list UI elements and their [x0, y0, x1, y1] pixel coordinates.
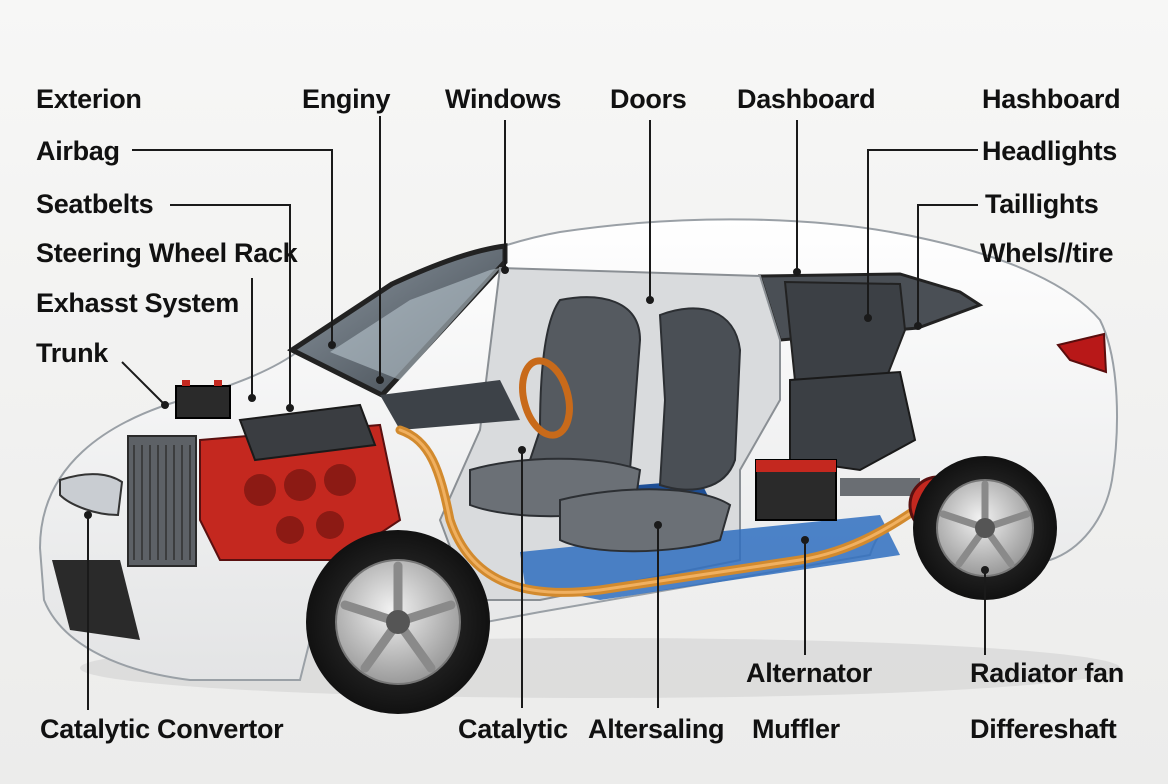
front-grille: [52, 560, 140, 640]
label-hashboard: Hashboard: [982, 84, 1121, 114]
label-seatbelts: Seatbelts: [36, 189, 154, 219]
dashboard-panel: [380, 380, 520, 430]
front-seat: [469, 296, 742, 553]
label-taillights: Taillights: [985, 189, 1099, 219]
label-muffler: Muffler: [752, 714, 840, 744]
leader-dots: [84, 266, 989, 574]
label-altersaling: Altersaling: [588, 714, 725, 744]
label-alternator: Alternator: [746, 658, 873, 688]
label-enginy: Enginy: [302, 84, 391, 114]
label-steering-wheel-rack: Steering Wheel Rack: [36, 238, 298, 268]
windshield-inner: [330, 268, 500, 380]
label-catalytic-convertor: Catalytic Convertor: [40, 714, 284, 744]
leader-lines: [87, 116, 986, 710]
label-exhaust-system: Exhasst System: [36, 288, 239, 318]
engine-block: [127, 403, 402, 567]
taillight: [1056, 332, 1108, 374]
label-doors: Doors: [610, 84, 687, 114]
label-windows: Windows: [445, 84, 562, 114]
label-exterion: Exterion: [36, 84, 142, 114]
label-catalytic: Catalytic: [458, 714, 568, 744]
front-battery: [175, 385, 231, 419]
steering-wheel: [519, 357, 573, 439]
label-airbag: Airbag: [36, 136, 120, 166]
label-wheels-tire: Whels//tire: [980, 238, 1114, 268]
label-trunk: Trunk: [36, 338, 109, 368]
label-differeshaft: Differeshaft: [970, 714, 1117, 744]
label-headlights: Headlights: [982, 136, 1118, 166]
label-dashboard: Dashboard: [737, 84, 876, 114]
label-radiator-fan: Radiator fan: [970, 658, 1124, 688]
headlight: [59, 473, 124, 517]
rear-axle-assembly: [789, 370, 917, 472]
front-wheel: [306, 530, 490, 714]
